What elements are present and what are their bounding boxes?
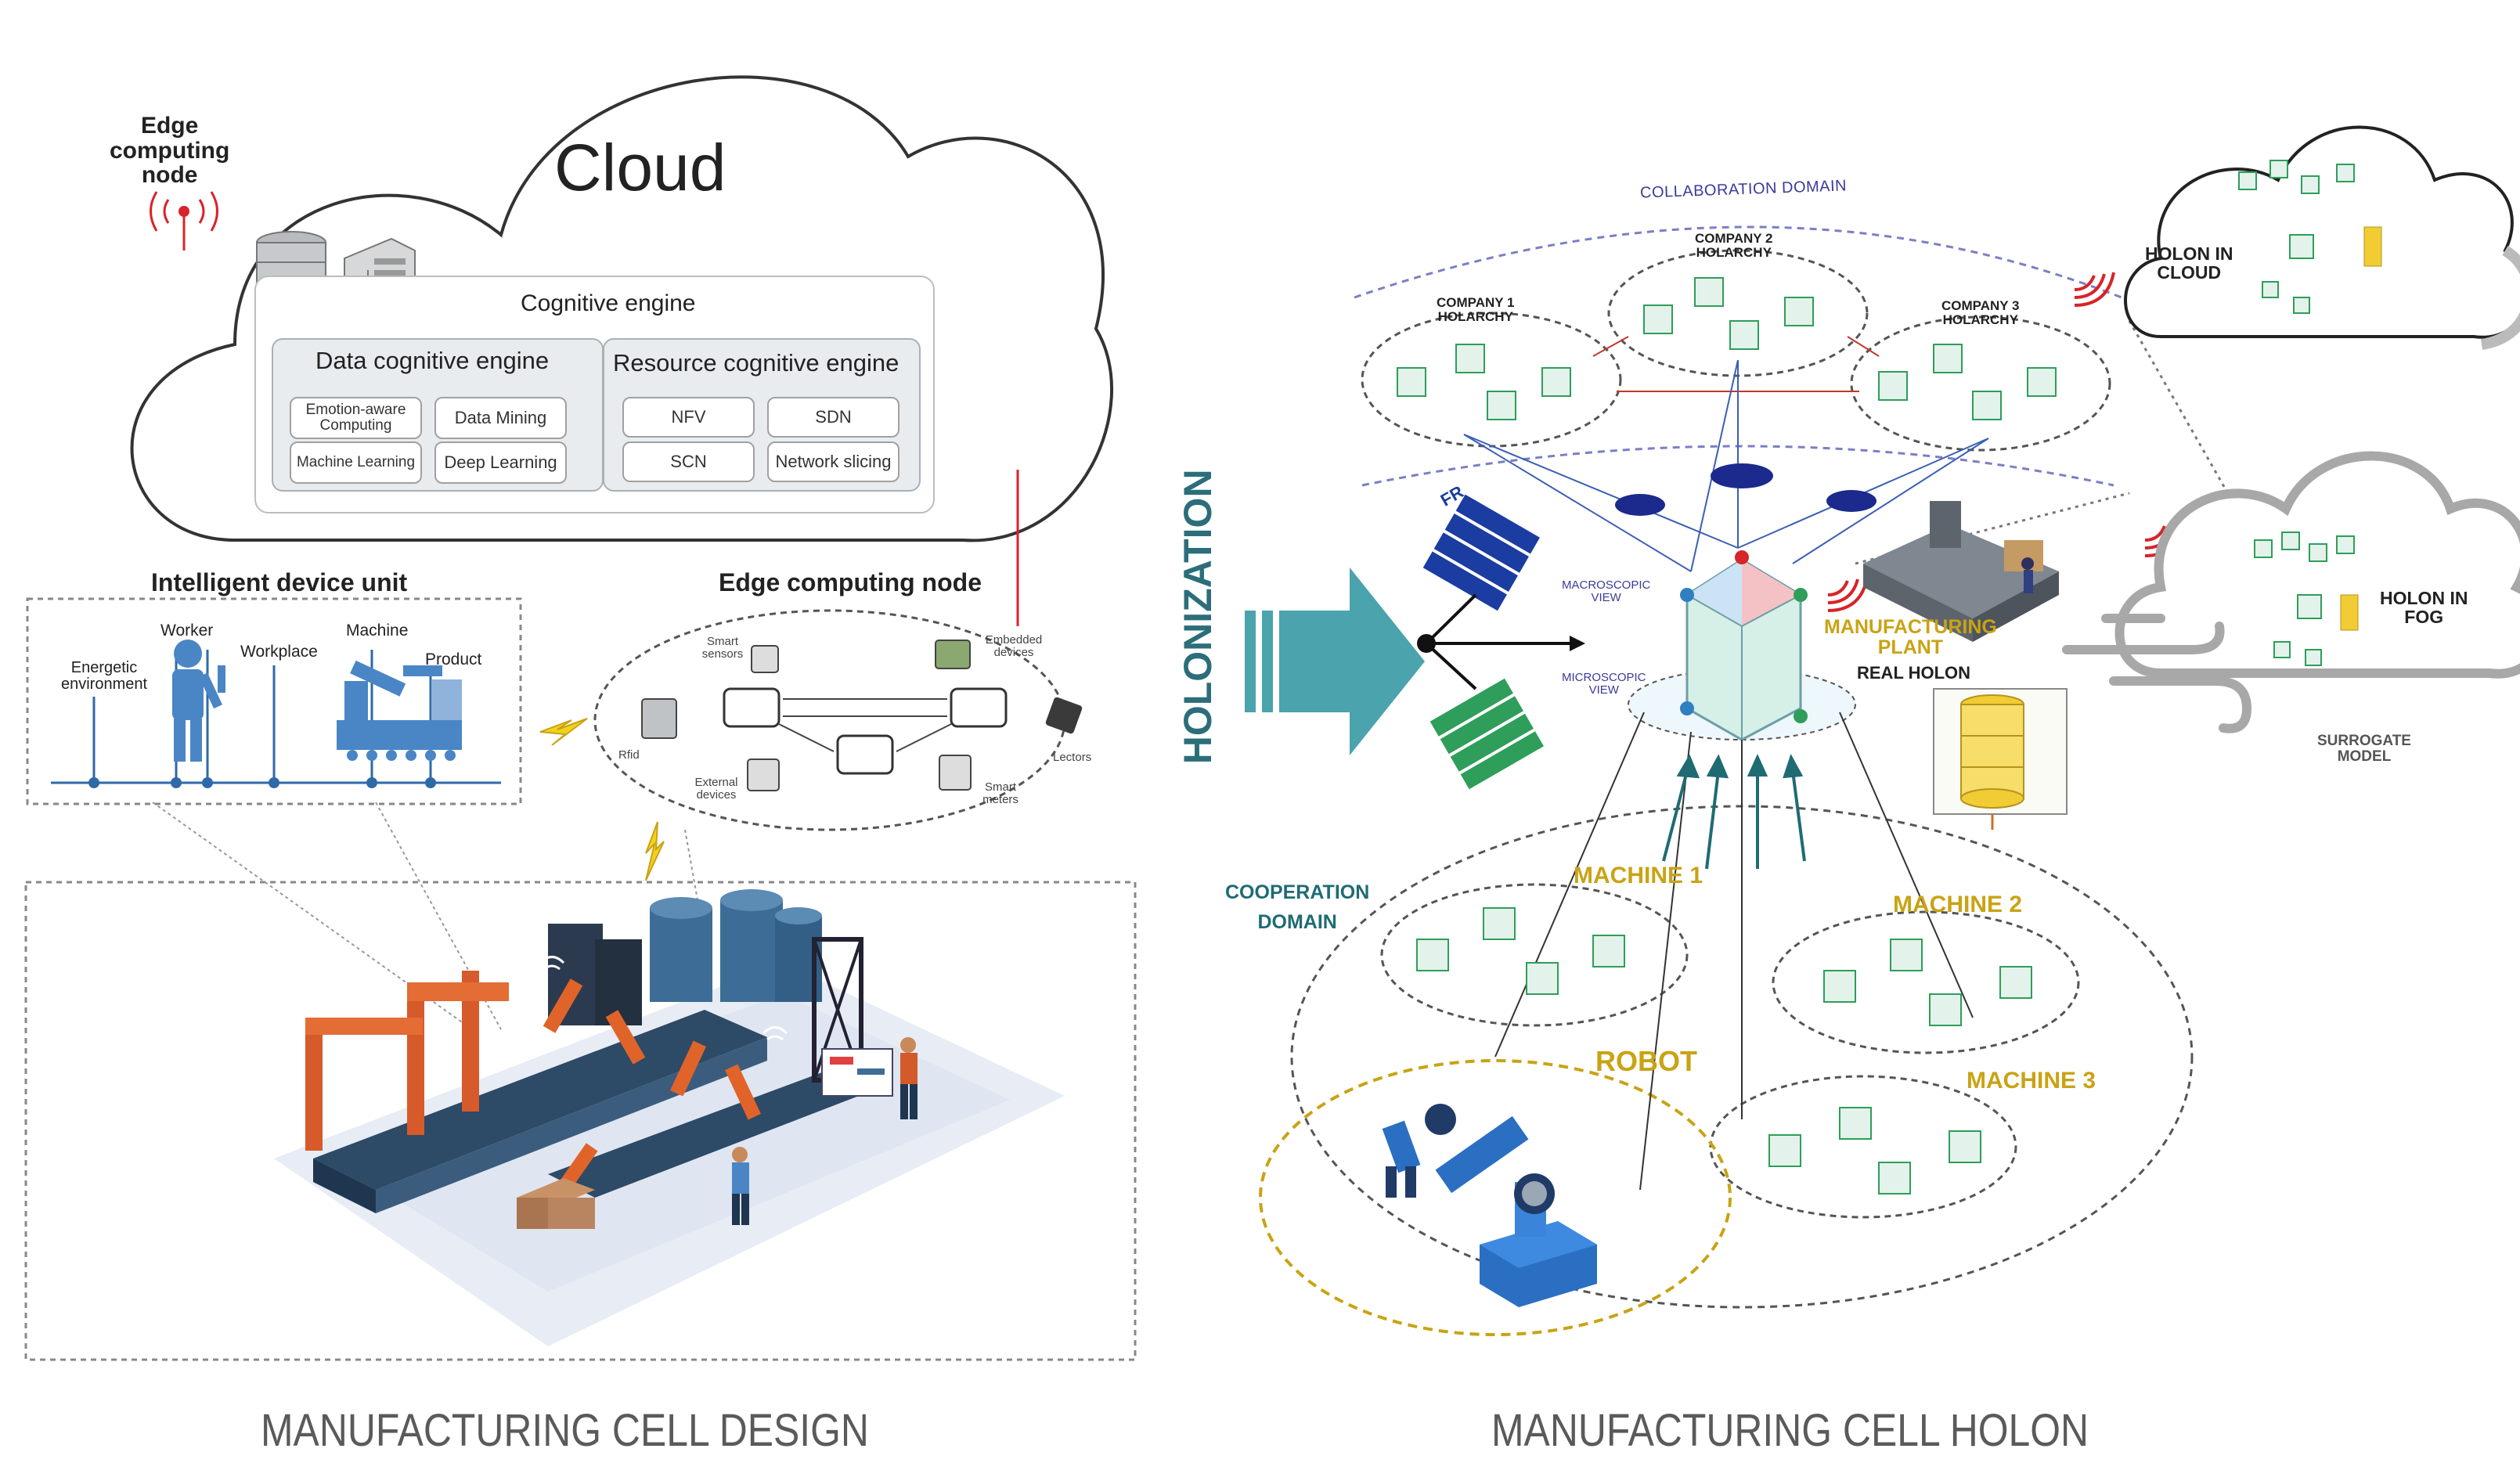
network-slicing-pill: Network slicing (767, 441, 899, 482)
manufacturing-plant-icon (1863, 501, 2059, 642)
edge-node-label: Edge computing node (110, 113, 230, 188)
timeline-dots (88, 777, 436, 788)
workplace-label: Workplace (240, 643, 318, 661)
intelligent-unit-title: Intelligent device unit (151, 568, 408, 596)
holon-fog-shape (2114, 451, 2520, 679)
resource-engine-title: Resource cognitive engine (613, 349, 899, 377)
real-holon-label: REAL HOLON (1857, 663, 1971, 683)
deep-learning-pill: Deep Learning (434, 441, 567, 484)
teal-arrows (1662, 754, 1806, 870)
company-holon-cubes (1397, 277, 2057, 420)
collaboration-arc-top (1354, 225, 2122, 299)
machine-learning-pill: Machine Learning (290, 441, 422, 484)
machine-2-label: MACHINE 2 (1893, 892, 2023, 917)
company-3-ellipse (1850, 315, 2111, 452)
rfid-label: Rfid (618, 748, 640, 762)
robot-label: ROBOT (1595, 1045, 1697, 1077)
worker-icon (172, 640, 225, 762)
scn-pill: SCN (622, 441, 755, 482)
fr-bars (1422, 494, 1540, 611)
external-devices-label: External devices (694, 776, 738, 802)
machine-label: Machine (346, 622, 409, 640)
worker-label: Worker (160, 622, 214, 640)
edge-device-icons (641, 640, 1083, 791)
company-2-label: COMPANY 2 HOLARCHY (1695, 231, 1773, 260)
data-mining-pill: Data Mining (434, 397, 567, 439)
edge-node-title: Edge computing node (719, 568, 982, 596)
manufacturing-plant-label: MANUFACTURING PLANT (1824, 616, 1997, 659)
sdn-pill: SDN (767, 397, 899, 438)
holon-cloud-shape (2124, 125, 2520, 339)
edge-node-arrows (778, 698, 952, 752)
machine-holon-cubes (1416, 907, 2032, 1195)
lightning-icon-2 (645, 821, 665, 881)
robot-ellipse (1259, 1059, 1732, 1336)
machine-1-ellipse (1380, 883, 1689, 1027)
cooperation-domain-label: COOPERATION DOMAIN (1225, 881, 1370, 933)
left-caption: MANUFACTURING CELL DESIGN (261, 1405, 869, 1456)
fog-holon-cubes (2254, 532, 2355, 666)
smart-sensors-label: Smart sensors (701, 635, 744, 661)
company-1-label: COMPANY 1 HOLARCHY (1437, 295, 1515, 324)
embedded-devices-label: Embedded devices (985, 633, 1043, 659)
data-engine-title: Data cognitive engine (315, 347, 550, 374)
antenna-dot (178, 206, 189, 217)
fog-wind-lines (2062, 614, 2252, 733)
navy-node-1 (1615, 494, 1665, 516)
robot-arm-icon (1382, 1104, 1597, 1307)
factory-illustration (274, 889, 1065, 1346)
intelligent-unit-box (26, 597, 522, 805)
right-caption: MANUFACTURING CELL HOLON (1491, 1405, 2089, 1456)
edge-node-boxes (723, 687, 1008, 775)
wifi-icons (1827, 272, 2186, 612)
green-bars (1429, 678, 1544, 790)
real-holon-cylinder (1933, 688, 2068, 830)
machine-3-ellipse (1709, 1075, 2017, 1219)
cloud-holon-cubes (2238, 160, 2355, 314)
collaboration-arc-bottom (1361, 445, 2114, 487)
machine-2-ellipse (1772, 910, 2080, 1054)
cloud-title: Cloud (554, 131, 726, 204)
lightning-icon-1 (539, 718, 588, 746)
factory-box (24, 881, 1137, 1361)
cognitive-engine-title: Cognitive engine (521, 290, 696, 316)
smart-meters-label: Smart meters (982, 780, 1018, 806)
navy-node-2 (1711, 463, 1773, 488)
machine-icon (337, 660, 462, 761)
product-label: Product (425, 650, 482, 668)
machine-3-label: MACHINE 3 (1967, 1068, 2096, 1094)
navy-node-3 (1826, 490, 1876, 512)
lectors-label: Lectors (1053, 751, 1092, 764)
machine-1-label: MACHINE 1 (1574, 863, 1703, 888)
antenna-waves (150, 191, 218, 232)
surrogate-model-label: SURROGATE MODEL (2317, 733, 2411, 765)
holon-in-fog-label: HOLON IN FOG (2380, 588, 2468, 628)
holonization-arrow (1245, 568, 1425, 755)
company-3-label: COMPANY 3 HOLARCHY (1941, 298, 2020, 327)
holon-in-cloud-label: HOLON IN CLOUD (2145, 243, 2233, 283)
emotion-aware-pill: Emotion-aware Computing (290, 397, 422, 439)
energetic-environment-label: Energetic environment (60, 659, 148, 693)
microscopic-view-label: MICROSCOPIC VIEW (1562, 671, 1646, 697)
nfv-pill: NFV (622, 397, 755, 438)
macroscopic-view-label: MACROSCOPIC VIEW (1562, 578, 1651, 604)
